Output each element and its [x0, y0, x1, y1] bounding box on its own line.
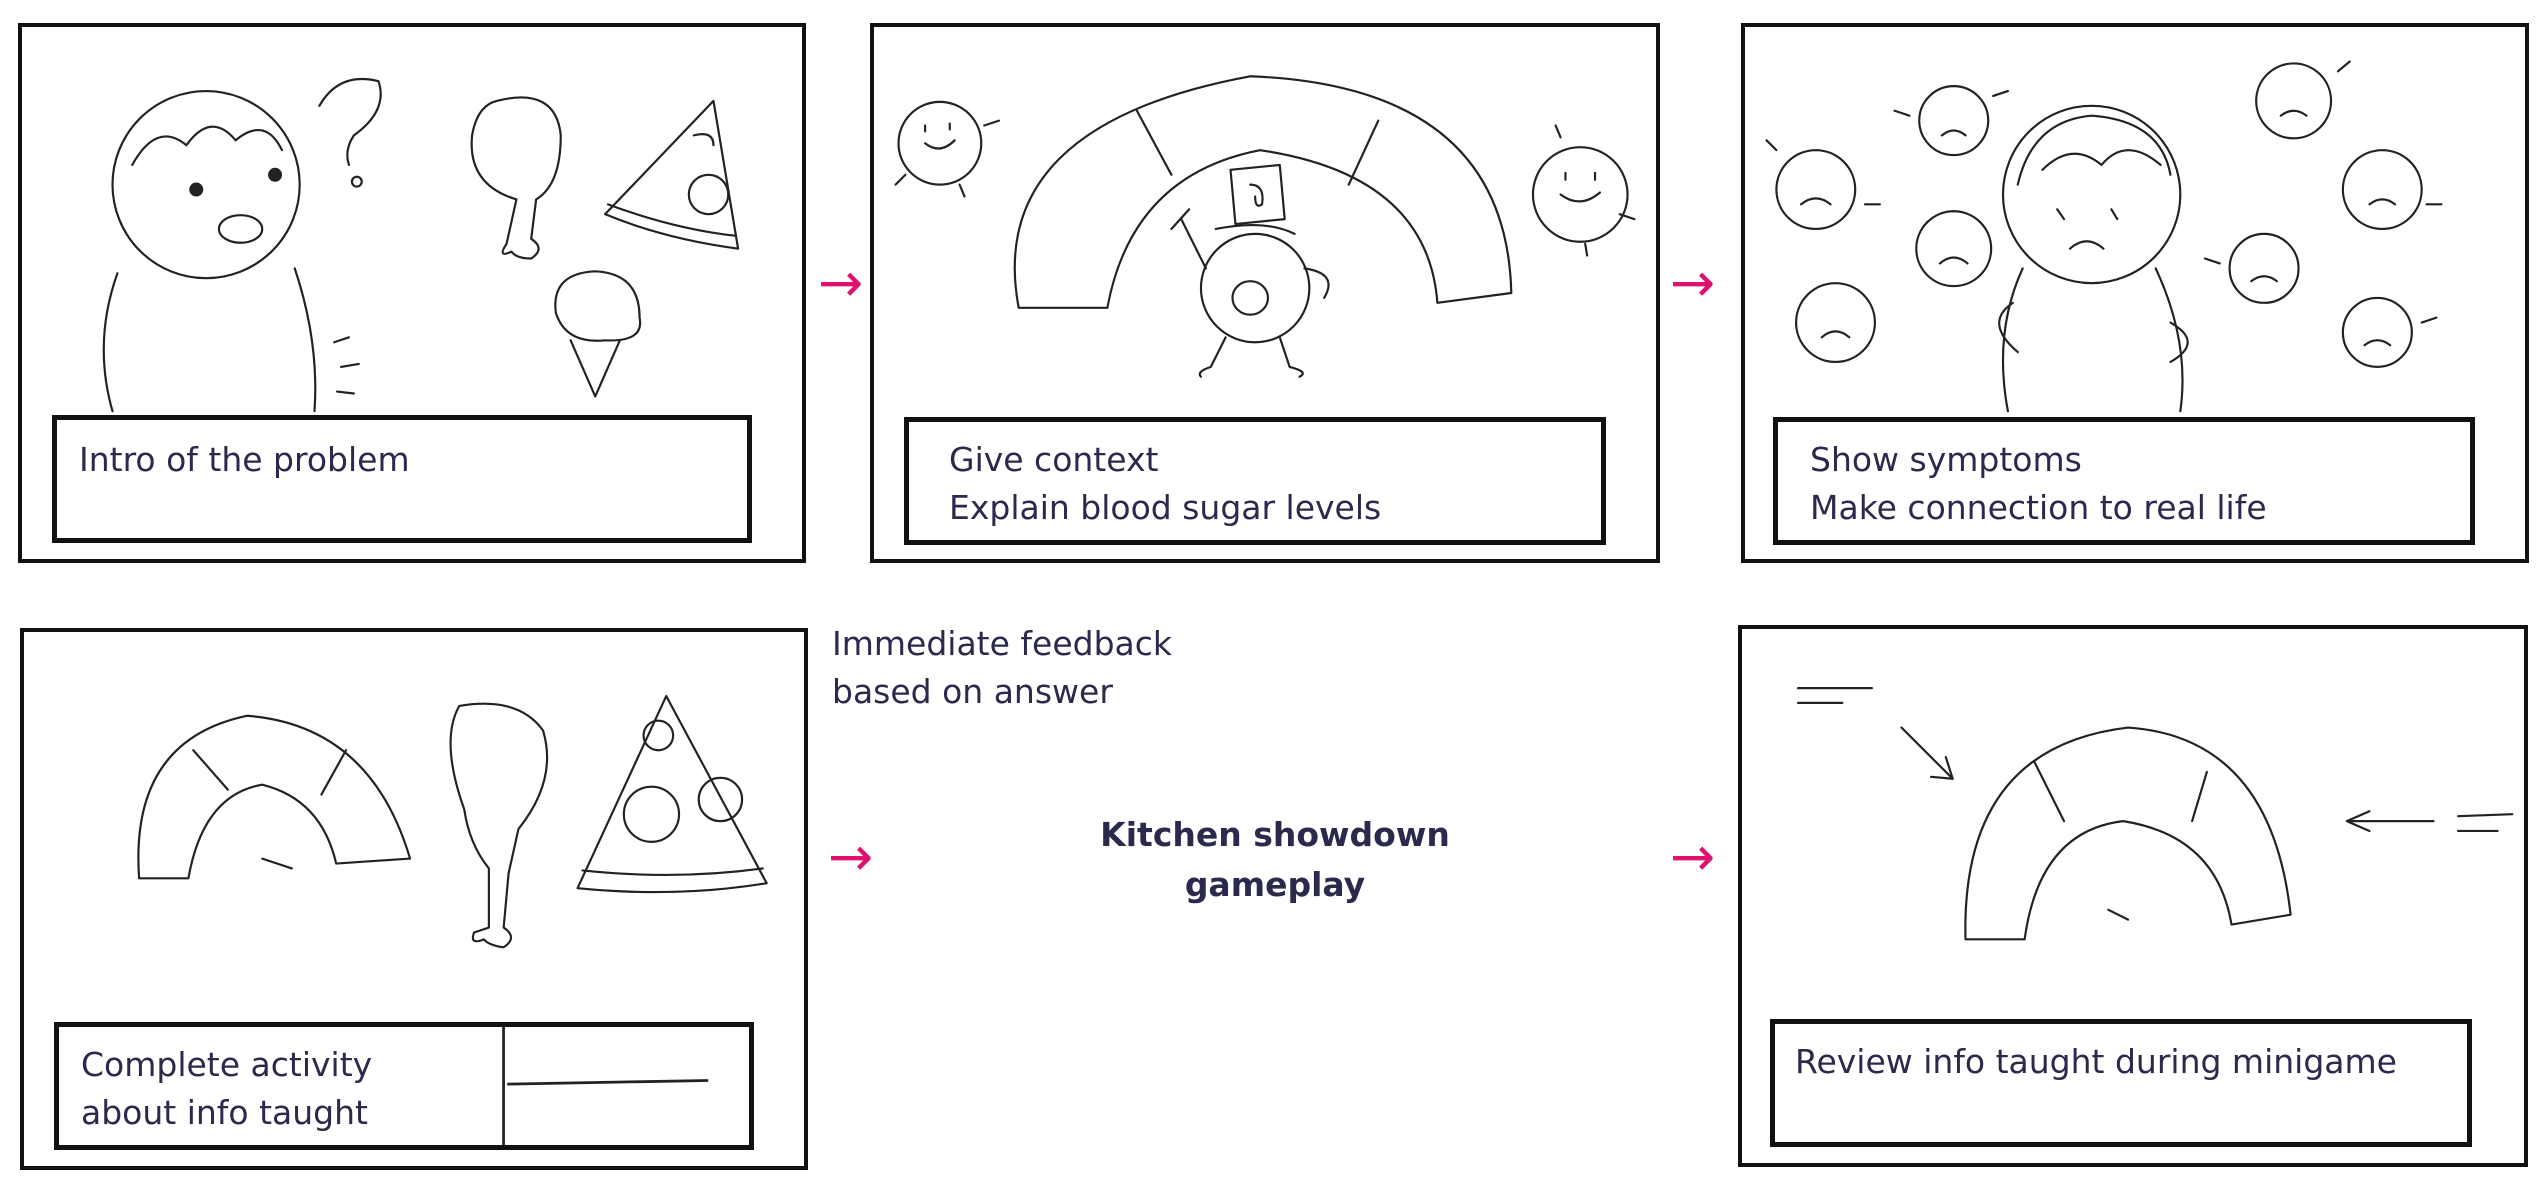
storyboard-panel-4: Complete activity about info taught [20, 628, 808, 1170]
sketch-review-arch [1796, 687, 2514, 941]
feedback-note-line: Immediate feedback [832, 624, 1172, 663]
gameplay-step-title: Kitchen showdown gameplay [1090, 810, 1460, 910]
caption-line: Make connection to real life [1810, 488, 2267, 527]
sketch-confused-kid-with-food [102, 77, 740, 413]
sketch-glucose-character [894, 75, 1636, 378]
storyboard-panel-3: Show symptoms Make connection to real li… [1741, 23, 2529, 563]
sketch-sad-kid-with-glucose [1765, 60, 2443, 413]
right-arrow-icon: → [828, 825, 874, 888]
caption-box-2: Give context Explain blood sugar levels [904, 417, 1606, 545]
caption-line: Explain blood sugar levels [949, 488, 1382, 527]
right-arrow-icon: → [1670, 825, 1716, 888]
answer-field-sketch [502, 1027, 709, 1145]
caption-box-3: Show symptoms Make connection to real li… [1773, 417, 2475, 545]
caption-line: Review info taught during minigame [1795, 1042, 2397, 1081]
caption-line: Complete activity [81, 1045, 373, 1084]
storyboard-panel-5: Review info taught during minigame [1738, 625, 2528, 1167]
feedback-note-line: based on answer [832, 672, 1113, 711]
caption-line: Show symptoms [1810, 440, 2082, 479]
caption-box-4: Complete activity about info taught [54, 1022, 754, 1150]
storyboard-panel-2: Give context Explain blood sugar levels [870, 23, 1660, 563]
caption-line: Give context [949, 440, 1159, 479]
sketch-activity-food-items [137, 694, 768, 949]
gameplay-title-line: gameplay [1184, 865, 1366, 904]
gameplay-title-line: Kitchen showdown [1100, 815, 1450, 854]
caption-line: about info taught [81, 1093, 368, 1132]
right-arrow-icon: → [1670, 251, 1716, 314]
right-arrow-icon: → [818, 251, 864, 314]
caption-line: Intro of the problem [79, 440, 410, 479]
caption-box-5: Review info taught during minigame [1770, 1019, 2472, 1147]
caption-box-1: Intro of the problem [52, 415, 752, 543]
storyboard-panel-1: Intro of the problem [18, 23, 806, 563]
